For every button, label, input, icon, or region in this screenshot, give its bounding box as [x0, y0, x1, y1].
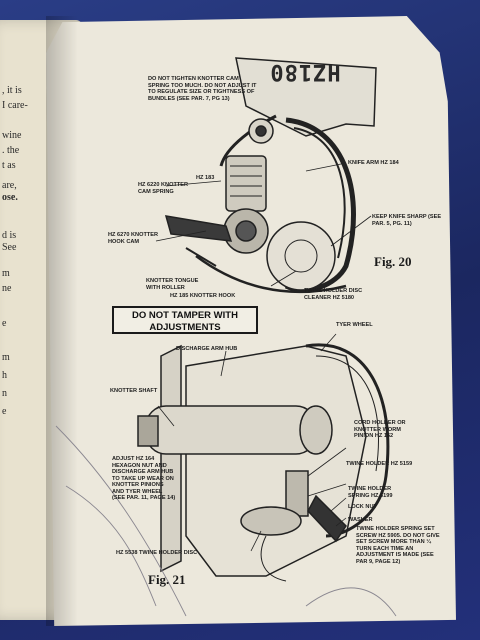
left-page-line: e [2, 318, 7, 329]
leader-knife-arm [305, 162, 347, 172]
label-twine-holder-disc: HZ 5538 TWINE HOLDER DISC [116, 550, 198, 556]
figure20-drawing [155, 57, 377, 294]
label-knotter-hook: HZ 185 KNOTTER HOOK [170, 293, 236, 299]
left-page-line: e [2, 406, 7, 417]
knotter-tongue [195, 254, 347, 294]
tongue-roller [185, 247, 217, 267]
leader-spring [330, 497, 347, 512]
machine-illustrations [55, 57, 397, 617]
left-page-line: are, [2, 180, 17, 191]
label-hook-cam: HZ 6270 KNOTTER HOOK CAM [108, 232, 159, 245]
leader-disc [250, 530, 262, 552]
knotter-arm [219, 114, 277, 167]
pivot-bolt [255, 125, 267, 137]
pencil-marks [55, 425, 397, 617]
figure21-caption: Fig. 21 [148, 572, 186, 587]
leader-lock-nut [335, 517, 347, 527]
twine-holder-spring [307, 494, 347, 543]
page-fold-shadow [46, 16, 78, 626]
spring-coils [230, 165, 262, 197]
knotter-cam-body [225, 155, 267, 212]
left-page-line: m [2, 352, 10, 363]
label-twine-spring: TWINE HOLDER SPRING HZ 6199 [348, 486, 393, 499]
leader-cord-holder [307, 447, 347, 477]
left-page-line: . the [2, 145, 20, 156]
left-page-line: t as [2, 160, 16, 171]
hz180-frame [235, 57, 377, 137]
left-page-line: See [2, 242, 17, 253]
leader-twine-cleaner [270, 270, 297, 287]
detail-curve [260, 535, 287, 582]
housing-outline [185, 345, 367, 577]
label-knife-arm: KNIFE ARM HZ 184 [348, 160, 399, 166]
knotter-shaft-barrel [145, 405, 317, 455]
label-twine-holder: TWINE HOLDER HZ 5159 [346, 461, 413, 467]
knife-arm-inner [293, 127, 346, 259]
figure20-caption: Fig. 20 [374, 254, 412, 269]
label-set-screw: TWINE HOLDER SPRING SET SCREW HZ 5905. D… [356, 526, 440, 565]
label-twine-disc-cleaner: TWINE HOLDER DISC CLEANER HZ 5180 [304, 288, 363, 301]
twine-holder-disc [240, 506, 302, 536]
left-page-line: I care- [2, 100, 28, 111]
left-page-line: n [2, 388, 7, 399]
leader-knotter-shaft [157, 405, 175, 427]
leader-twine-holder [307, 483, 347, 497]
tyer-wheel-rim [305, 343, 390, 538]
tyer-wheel-inner [315, 355, 379, 472]
label-cord-holder: CORD HOLDER OR KNOTTER WORM PINION HZ 16… [354, 420, 406, 439]
knife-arm-curve [284, 117, 356, 293]
left-page-line: , it is [2, 85, 22, 96]
label-tyer-wheel: TYER WHEEL [336, 322, 373, 328]
shaft-end [299, 405, 333, 455]
label-hz183: HZ 183 [196, 175, 215, 181]
pencil-curve-3 [305, 587, 397, 617]
leader-cam-spring [165, 180, 222, 187]
label-discharge-hub: DISCHARGE ARM HUB [176, 346, 238, 352]
left-page-line: h [2, 370, 7, 381]
label-washer: WASHER [348, 517, 373, 523]
worm-pinion [285, 470, 309, 517]
label-knotter-shaft: KNOTTER SHAFT [110, 388, 158, 394]
warning-box: DO NOT TAMPER WITH ADJUSTMENTS [112, 306, 258, 334]
left-page-line: ne [2, 283, 12, 294]
label-adjust-nut: ADJUST HZ 164 HEXAGON NUT AND DISCHARGE … [112, 456, 176, 501]
hz180-logo: HZ180 [269, 59, 341, 84]
left-page-line: m [2, 268, 10, 279]
leader-tyer-wheel [320, 333, 337, 352]
left-page-line: wine [2, 130, 22, 141]
twine-disc [266, 221, 336, 291]
label-tighten-warning: DO NOT TIGHTEN KNOTTER CAM SPRING TOO MU… [148, 76, 257, 102]
hook-cam-lever [164, 215, 233, 242]
left-page-line: ose. [2, 192, 18, 203]
gear-center [235, 220, 257, 242]
leader-keep-sharp [330, 215, 372, 247]
pencil-curve-1 [55, 425, 187, 617]
label-keep-sharp: KEEP KNIFE SHARP (SEE PAR. 5, PG. 11) [372, 214, 442, 227]
label-cam-spring: HZ 6220 KNOTTER CAM SPRING [138, 182, 189, 195]
figure21-drawing [137, 333, 390, 582]
left-page-line: d is [2, 230, 17, 241]
label-knotter-tongue: KNOTTER TONGUE WITH ROLLER [146, 278, 199, 291]
leader-discharge-hub [220, 350, 227, 377]
pencil-curve-2 [65, 485, 157, 607]
leader-hook-cam [155, 230, 207, 242]
frame-plate-left [160, 344, 182, 573]
twine-disc-inner [284, 239, 318, 273]
hexagon-nut [137, 415, 159, 447]
label-lock-nut: LOCK NUT [348, 504, 377, 510]
